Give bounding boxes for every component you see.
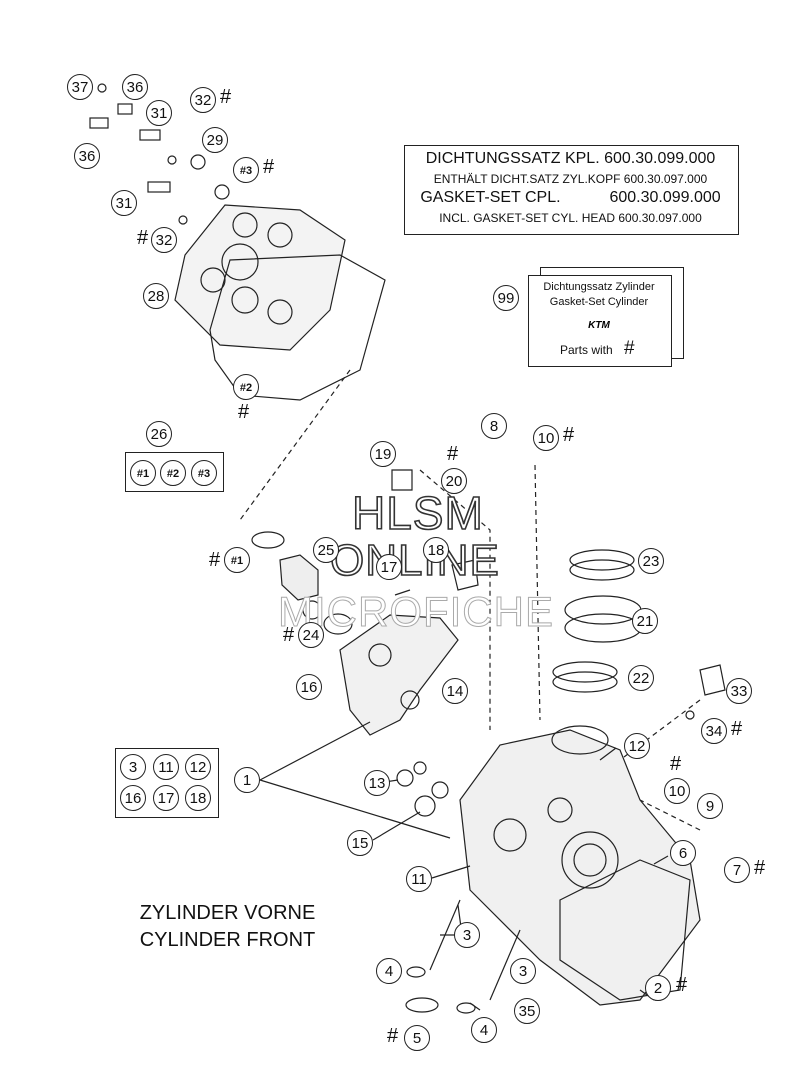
group-26-item-2: #2 <box>160 460 186 486</box>
watermark-line3: MICROFICHE <box>278 588 554 636</box>
callout-20: 20 <box>441 468 467 494</box>
kit-line2: Gasket-Set Cylinder <box>549 296 649 308</box>
cylinder-head <box>459 729 701 1006</box>
callout-36: 36 <box>74 143 100 169</box>
group-1-item-12: 12 <box>185 754 211 780</box>
callout-2: 2 <box>645 975 671 1001</box>
callout-21: 21 <box>632 608 658 634</box>
caption-line2: CYLINDER FRONT <box>139 929 316 951</box>
kit-line1: Dichtungssatz Zylinder <box>543 281 655 293</box>
valve-cover-28 <box>174 204 346 351</box>
callout-15: 15 <box>347 830 373 856</box>
callout-6: 6 <box>670 840 696 866</box>
gasket-set-line1: DICHTUNGSSATZ KPL. 600.30.099.000 <box>425 150 716 167</box>
hash-mark: # <box>283 624 295 646</box>
gasket-set-line4: INCL. GASKET-SET CYL. HEAD 600.30.097.00… <box>439 211 702 225</box>
callout-28: 28 <box>143 283 169 309</box>
group-1-item-16: 16 <box>120 785 146 811</box>
hash-mark: # <box>731 718 743 740</box>
gasket-kit-box <box>528 275 672 367</box>
callout-5: 5 <box>404 1025 430 1051</box>
group-1-item-3: 3 <box>120 754 146 780</box>
callout-25: 25 <box>313 537 339 563</box>
callout-32: 32 <box>190 87 216 113</box>
callout-14: 14 <box>442 678 468 704</box>
ktm-logo: KTM <box>588 320 610 331</box>
callout-34: 34 <box>701 718 727 744</box>
callout-33: 33 <box>726 678 752 704</box>
gasket-set-box <box>404 145 739 235</box>
callout-23: 23 <box>638 548 664 574</box>
hash-mark: # <box>754 857 766 879</box>
hash-mark: # <box>670 753 682 775</box>
callout-99: 99 <box>493 285 519 311</box>
callout-12: 12 <box>624 733 650 759</box>
cam-carrier <box>339 614 459 736</box>
callout-10: 10 <box>664 778 690 804</box>
callout-3: 3 <box>454 922 480 948</box>
group-26-item-1: #1 <box>130 460 156 486</box>
hash-mark: # <box>220 86 232 108</box>
callout-18: 18 <box>423 537 449 563</box>
callout-22: 22 <box>628 665 654 691</box>
gasket-set-line3: GASKET-SET CPL. 600.30.099.000 <box>420 189 721 206</box>
hash-mark: # <box>209 549 221 571</box>
callout-19: 19 <box>370 441 396 467</box>
callout-3: 3 <box>510 958 536 984</box>
callout-36: 36 <box>122 74 148 100</box>
callout-17: 17 <box>376 554 402 580</box>
callout-31: 31 <box>146 100 172 126</box>
callout-24: 24 <box>298 622 324 648</box>
callout-4: 4 <box>376 958 402 984</box>
callout-9: 9 <box>697 793 723 819</box>
hash-mark: # <box>563 424 575 446</box>
group-1-item-11: 11 <box>153 754 179 780</box>
callout-31: 31 <box>111 190 137 216</box>
caption-line1: ZYLINDER VORNE <box>139 902 316 924</box>
head-gasket <box>559 859 691 1001</box>
hash-mark: # <box>263 156 275 178</box>
callout-32: 32 <box>151 227 177 253</box>
hash-mark: # <box>676 974 688 996</box>
callout-8: 8 <box>481 413 507 439</box>
group-1-item-18: 18 <box>185 785 211 811</box>
callout-26: 26 <box>146 421 172 447</box>
group-26-item-3: #3 <box>191 460 217 486</box>
hash-mark: # <box>238 401 250 423</box>
watermark-line2: ONLINE <box>329 535 500 586</box>
callout-7: 7 <box>724 857 750 883</box>
callout-13: 13 <box>364 770 390 796</box>
callout-35: 35 <box>514 998 540 1024</box>
kit-hash: # <box>624 338 635 359</box>
gasket-set-line2: ENTHÄLT DICHT.SATZ ZYL.KOPF 600.30.097.0… <box>433 172 708 186</box>
valve-cover-gasket <box>209 254 386 401</box>
callout-1: 1 <box>234 767 260 793</box>
watermark-line1: HLSM <box>351 486 484 540</box>
hash-mark: # <box>447 443 459 465</box>
callout-10: 10 <box>533 425 559 451</box>
group-1-item-17: 17 <box>153 785 179 811</box>
callout-hash-2: #2 <box>233 374 259 400</box>
hash-mark: # <box>387 1025 399 1047</box>
kit-line3: Parts with <box>560 343 613 357</box>
hash-mark: # <box>137 227 149 249</box>
callout-37: 37 <box>67 74 93 100</box>
callout-29: 29 <box>202 127 228 153</box>
callout-11: 11 <box>406 866 432 892</box>
callout-4: 4 <box>471 1017 497 1043</box>
callout-16: 16 <box>296 674 322 700</box>
callout-hash-3: #3 <box>233 157 259 183</box>
callout-hash-1: #1 <box>224 547 250 573</box>
